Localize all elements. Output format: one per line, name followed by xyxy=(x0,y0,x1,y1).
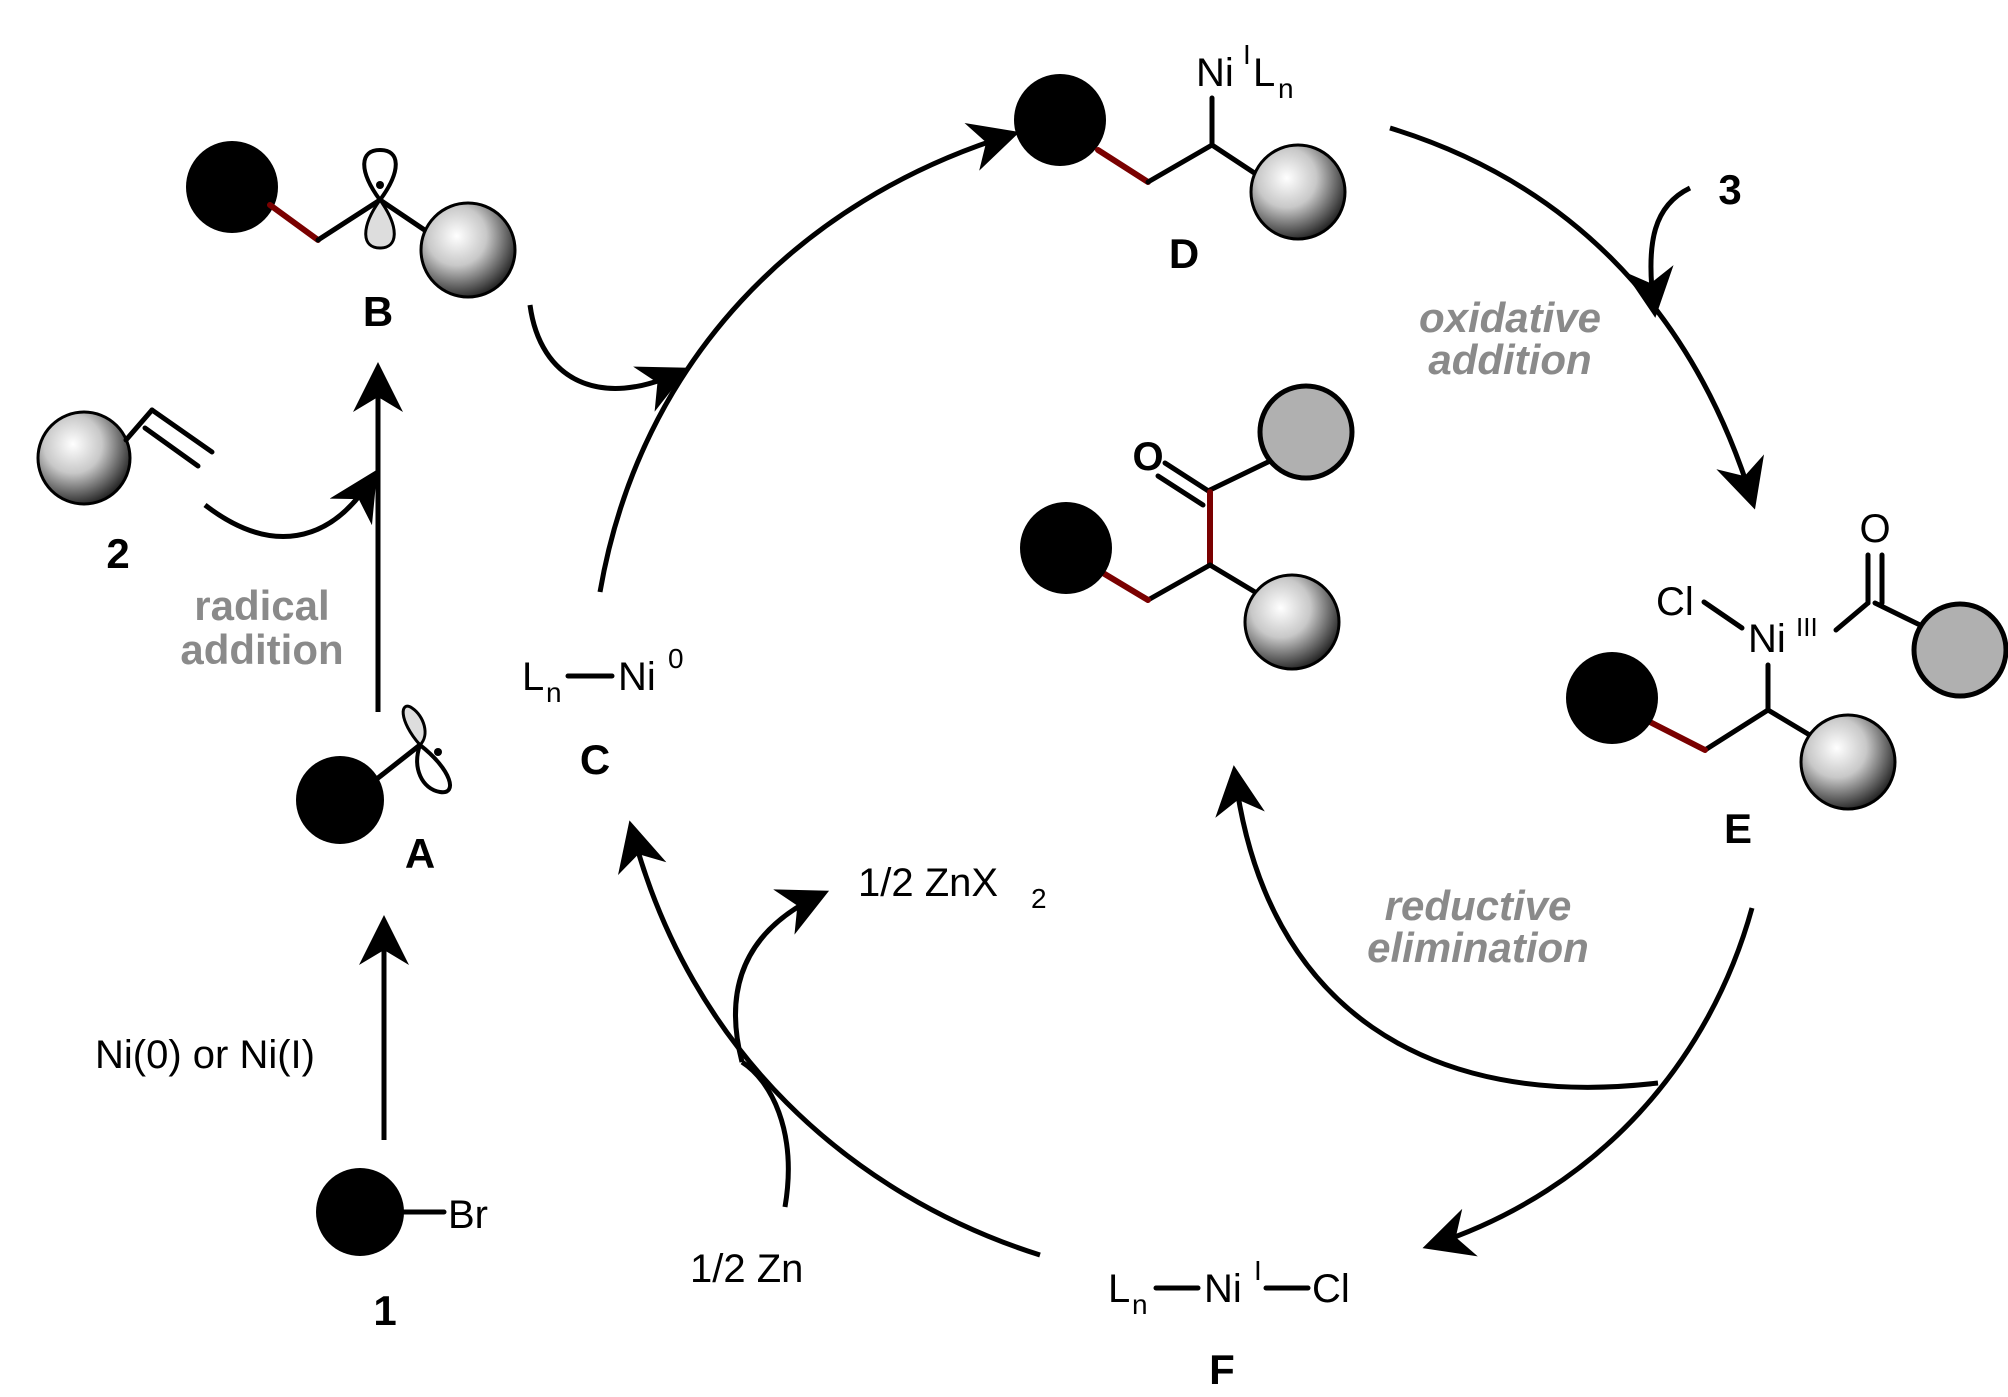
arrow-E-to-F xyxy=(1422,907,1755,1257)
znx2-out-arrow xyxy=(733,889,830,1063)
znx2-label: 1/2 ZnX xyxy=(858,861,998,905)
orbital-lobe-large xyxy=(415,741,452,795)
znx2-subscript: 2 xyxy=(1031,883,1047,914)
arrow-3-joins xyxy=(1623,185,1692,318)
arrow-reductive-elimination xyxy=(1215,765,1659,1090)
radical-bond xyxy=(375,742,423,781)
radical-addition-line2: addition xyxy=(180,626,343,673)
vinyl-bond xyxy=(123,407,155,443)
black-sphere xyxy=(316,1168,404,1256)
shiny-sphere xyxy=(1249,143,1347,241)
intermediate-F: L n Ni I Cl F xyxy=(1108,1255,1350,1393)
carbonyl-a xyxy=(1162,460,1213,495)
orbital-top xyxy=(362,147,398,204)
compound-1: Br 1 xyxy=(316,1168,488,1334)
E-O: O xyxy=(1859,507,1890,551)
E-Ni: Ni xyxy=(1748,617,1786,661)
intermediate-D: Ni I L n D xyxy=(1014,39,1347,277)
black-sphere xyxy=(1020,502,1112,594)
shiny-sphere xyxy=(1243,573,1341,671)
D-Ni: Ni xyxy=(1196,51,1234,95)
F-ox: I xyxy=(1254,1255,1262,1286)
C-ox: 0 xyxy=(668,643,684,674)
black-sphere xyxy=(186,141,278,233)
shiny-sphere xyxy=(36,410,132,506)
new-cc-bond xyxy=(1095,567,1151,603)
double-bond-b xyxy=(142,425,201,469)
reductive-elimination-line1: reductive xyxy=(1385,882,1572,929)
label-B: B xyxy=(363,288,393,335)
intermediate-C: L n Ni 0 C xyxy=(522,643,684,783)
C-n: n xyxy=(546,677,562,708)
new-cc-bond xyxy=(267,202,321,243)
arrow-C-to-D xyxy=(597,122,1020,593)
carbonyl-b xyxy=(1155,473,1206,508)
oxidative-addition-line2: addition xyxy=(1428,336,1591,383)
gray-sphere xyxy=(1911,601,2008,699)
product: O xyxy=(1020,383,1355,671)
intermediate-B: B xyxy=(186,141,517,335)
cc-bond xyxy=(1145,562,1213,603)
E-Cl: Cl xyxy=(1656,580,1694,624)
black-sphere xyxy=(296,756,384,844)
reductive-elimination-line2: elimination xyxy=(1367,924,1589,971)
black-sphere xyxy=(1566,652,1658,744)
intermediate-A: A xyxy=(296,704,452,877)
F-Cl: Cl xyxy=(1312,1267,1350,1311)
arrow-F-to-C xyxy=(618,820,1041,1258)
arrow-2-joins xyxy=(203,469,378,539)
arrow-B-into-cycle xyxy=(527,304,690,412)
shiny-sphere xyxy=(419,201,517,299)
double-bond-a xyxy=(149,407,215,455)
cl-ni-bond xyxy=(1701,599,1745,631)
label-1: 1 xyxy=(373,1287,396,1334)
D-L: L xyxy=(1253,51,1275,95)
orbital-lobe-small xyxy=(401,704,427,748)
label-C: C xyxy=(580,736,610,783)
radical-addition-line1: radical xyxy=(194,582,329,629)
cc-bond xyxy=(1145,142,1215,185)
label-A: A xyxy=(405,830,435,877)
C-L: L xyxy=(522,655,544,699)
black-sphere xyxy=(1014,74,1106,166)
shiny-sphere xyxy=(1799,713,1897,811)
label-E: E xyxy=(1724,805,1752,852)
acyl-bond xyxy=(1207,459,1271,493)
label-F: F xyxy=(1209,1346,1235,1393)
radical-dot xyxy=(376,181,384,189)
br-label: Br xyxy=(448,1193,488,1237)
new-cc-bond xyxy=(1647,719,1708,753)
ni-acyl-bond xyxy=(1833,600,1871,633)
orbital-bottom xyxy=(364,197,396,250)
F-Ni: Ni xyxy=(1204,1267,1242,1311)
reductant-label: Ni(0) or Ni(I) xyxy=(95,1033,315,1077)
D-ox: I xyxy=(1243,39,1251,70)
product-O: O xyxy=(1132,435,1163,479)
F-L: L xyxy=(1108,1267,1130,1311)
c-aryl-bond xyxy=(377,197,435,238)
acyl-aryl-bond xyxy=(1872,600,1923,628)
c-aryl-bond xyxy=(1207,562,1263,598)
new-cc-bond xyxy=(1095,147,1151,185)
zn-in-curve xyxy=(740,1059,791,1208)
radical-dot xyxy=(434,748,442,756)
arrow-D-to-E xyxy=(1389,125,1765,510)
cc-bond xyxy=(1702,707,1771,753)
F-n: n xyxy=(1132,1289,1148,1320)
label-2: 2 xyxy=(106,530,129,577)
cc-bond xyxy=(315,197,383,243)
label-D: D xyxy=(1169,230,1199,277)
C-Ni: Ni xyxy=(618,655,656,699)
zn-label: 1/2 Zn xyxy=(690,1247,803,1291)
compound-2: 2 xyxy=(36,407,215,577)
gray-sphere xyxy=(1257,383,1355,481)
oxidative-addition-line1: oxidative xyxy=(1419,294,1601,341)
D-n: n xyxy=(1278,73,1294,104)
E-ox: III xyxy=(1796,612,1818,642)
intermediate-E: Cl Ni III O E xyxy=(1566,507,2008,852)
label-3: 3 xyxy=(1718,166,1741,213)
